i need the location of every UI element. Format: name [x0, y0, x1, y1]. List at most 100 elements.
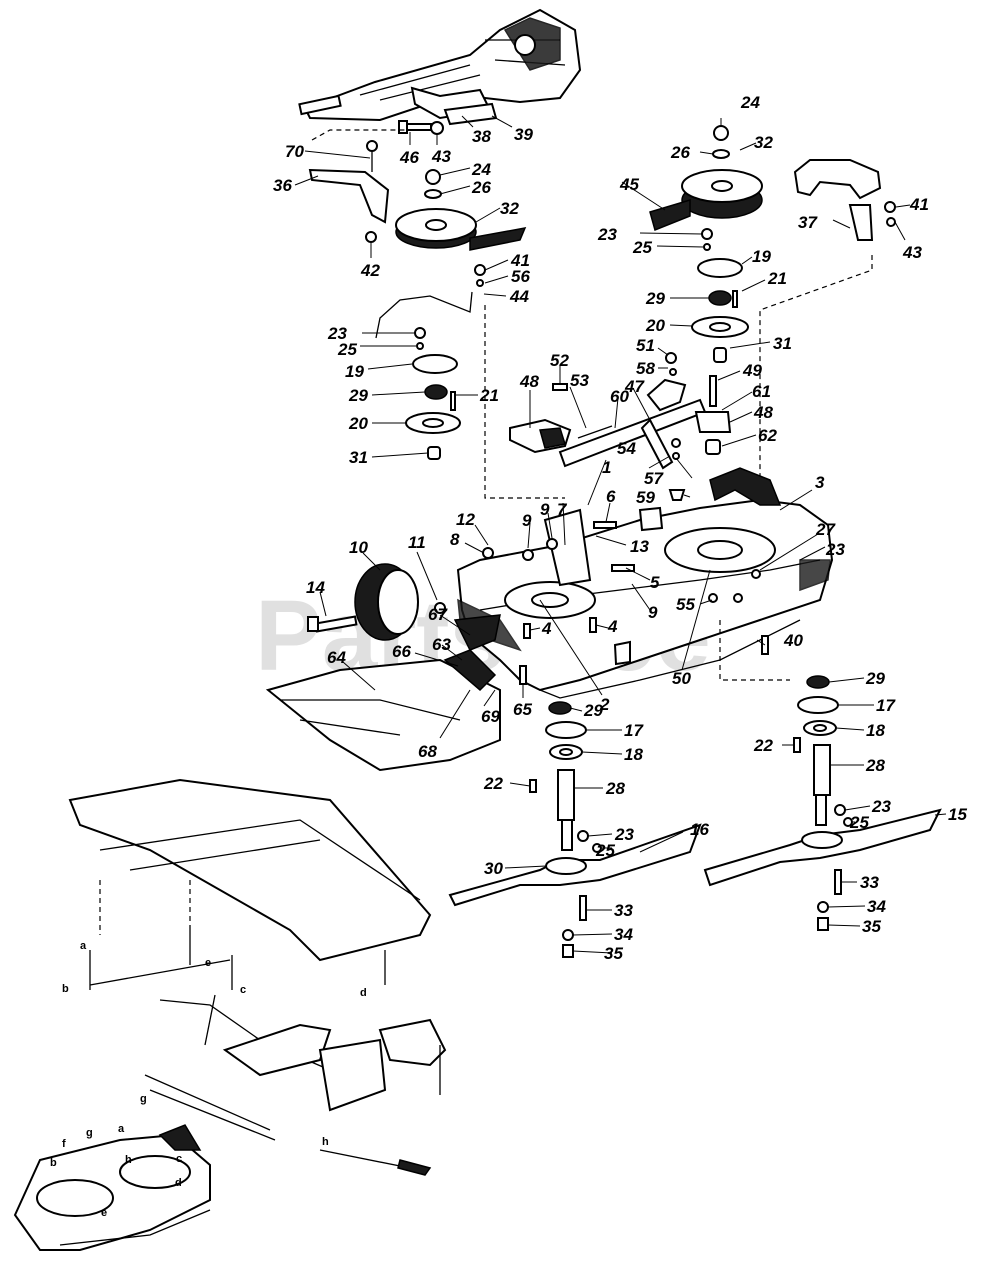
callout-33: 33 [614, 901, 633, 920]
callout-14: 14 [306, 578, 325, 597]
linkage-letter-b: b [62, 983, 69, 995]
right-spindle [761, 635, 853, 827]
left-spindle [529, 701, 602, 853]
callout-42: 42 [360, 261, 380, 280]
callout-55: 55 [676, 595, 695, 614]
callout-46: 46 [399, 148, 419, 167]
callout-49: 49 [742, 361, 762, 380]
callout-31: 31 [773, 334, 792, 353]
callout-36: 36 [273, 176, 292, 195]
callout-25: 25 [337, 340, 357, 359]
callout-41: 41 [510, 251, 530, 270]
callout-7: 7 [557, 500, 568, 519]
callout-48: 48 [753, 403, 773, 422]
callout-5: 5 [650, 573, 660, 592]
callout-35: 35 [862, 917, 881, 936]
callout-50: 50 [672, 669, 691, 688]
idler-bracket-36 [308, 140, 390, 224]
deck-inset [13, 1124, 211, 1251]
callout-25: 25 [849, 813, 869, 832]
callout-61: 61 [752, 382, 771, 401]
callout-38: 38 [472, 127, 491, 146]
callout-4: 4 [607, 617, 618, 636]
callout-22: 22 [483, 774, 503, 793]
callout-34: 34 [867, 897, 886, 916]
callout-2: 2 [599, 695, 610, 714]
belt-guide-bracket [410, 86, 498, 126]
callout-9: 9 [648, 603, 658, 622]
callout-68: 68 [418, 742, 437, 761]
callout-66: 66 [392, 642, 411, 661]
linkage-letter-e: e [205, 957, 211, 969]
callout-8: 8 [450, 530, 460, 549]
callout-45: 45 [619, 175, 639, 194]
linkage-letter-g: g [140, 1093, 147, 1105]
inset-letter-e: e [101, 1207, 107, 1219]
callout-56: 56 [511, 267, 530, 286]
callout-25: 25 [632, 238, 652, 257]
callout-6: 6 [606, 487, 616, 506]
callout-53: 53 [570, 371, 589, 390]
callout-32: 32 [754, 133, 773, 152]
callout-54: 54 [617, 439, 636, 458]
inset-letter-c: c [176, 1153, 182, 1165]
callout-24: 24 [740, 93, 760, 112]
callout-15: 15 [948, 805, 967, 824]
linkage-letters: a b c d e g h [62, 940, 367, 1148]
linkage-letter-c: c [240, 984, 246, 996]
callout-18: 18 [866, 721, 885, 740]
callout-22: 22 [753, 736, 773, 755]
callout-23: 23 [327, 324, 347, 343]
deck-lift-linkage [68, 778, 432, 990]
inset-letter-d: d [175, 1177, 182, 1189]
callout-59: 59 [636, 488, 655, 507]
callout-27: 27 [815, 520, 836, 539]
blade-15 [703, 808, 942, 931]
linkage-letter-a: a [80, 940, 87, 952]
callout-4: 4 [541, 619, 552, 638]
callout-37: 37 [798, 213, 818, 232]
callout-39: 39 [514, 125, 533, 144]
callout-19: 19 [752, 247, 771, 266]
callout-29: 29 [583, 701, 603, 720]
callout-19: 19 [345, 362, 364, 381]
callout-23: 23 [597, 225, 617, 244]
callout-29: 29 [645, 289, 665, 308]
callout-9: 9 [540, 500, 550, 519]
callout-40: 40 [783, 631, 803, 650]
callout-labels: 70 36 42 46 43 38 39 24 26 32 41 56 44 2… [273, 93, 967, 963]
callout-60: 60 [610, 387, 629, 406]
nut-42 [365, 231, 377, 243]
transaxle [298, 8, 582, 122]
inset-letter-a: a [118, 1123, 125, 1135]
callout-11: 11 [408, 533, 426, 552]
callout-43: 43 [902, 243, 922, 262]
callout-17: 17 [624, 721, 644, 740]
callout-64: 64 [327, 648, 346, 667]
leader-lines [294, 115, 947, 954]
left-pulley-stack [395, 169, 527, 460]
belt-keeper-44 [375, 264, 486, 339]
callout-20: 20 [645, 316, 665, 335]
discharge-chute-64 [265, 614, 527, 772]
linkage-letter-d: d [360, 987, 367, 999]
callout-16: 16 [690, 820, 709, 839]
callout-18: 18 [624, 745, 643, 764]
bolt-46 [398, 120, 432, 134]
callout-17: 17 [876, 696, 896, 715]
callout-35: 35 [604, 944, 623, 963]
callout-67: 67 [428, 605, 448, 624]
callout-10: 10 [349, 538, 368, 557]
callout-24: 24 [471, 160, 491, 179]
callout-65: 65 [513, 700, 532, 719]
callout-47: 47 [624, 377, 645, 396]
callout-29: 29 [348, 386, 368, 405]
callout-13: 13 [630, 537, 649, 556]
callout-62: 62 [758, 426, 777, 445]
callout-34: 34 [614, 925, 633, 944]
callout-23: 23 [614, 825, 634, 844]
idler-arm-assembly [509, 352, 732, 501]
callout-21: 21 [479, 386, 499, 405]
callout-21: 21 [767, 269, 787, 288]
callout-33: 33 [860, 873, 879, 892]
